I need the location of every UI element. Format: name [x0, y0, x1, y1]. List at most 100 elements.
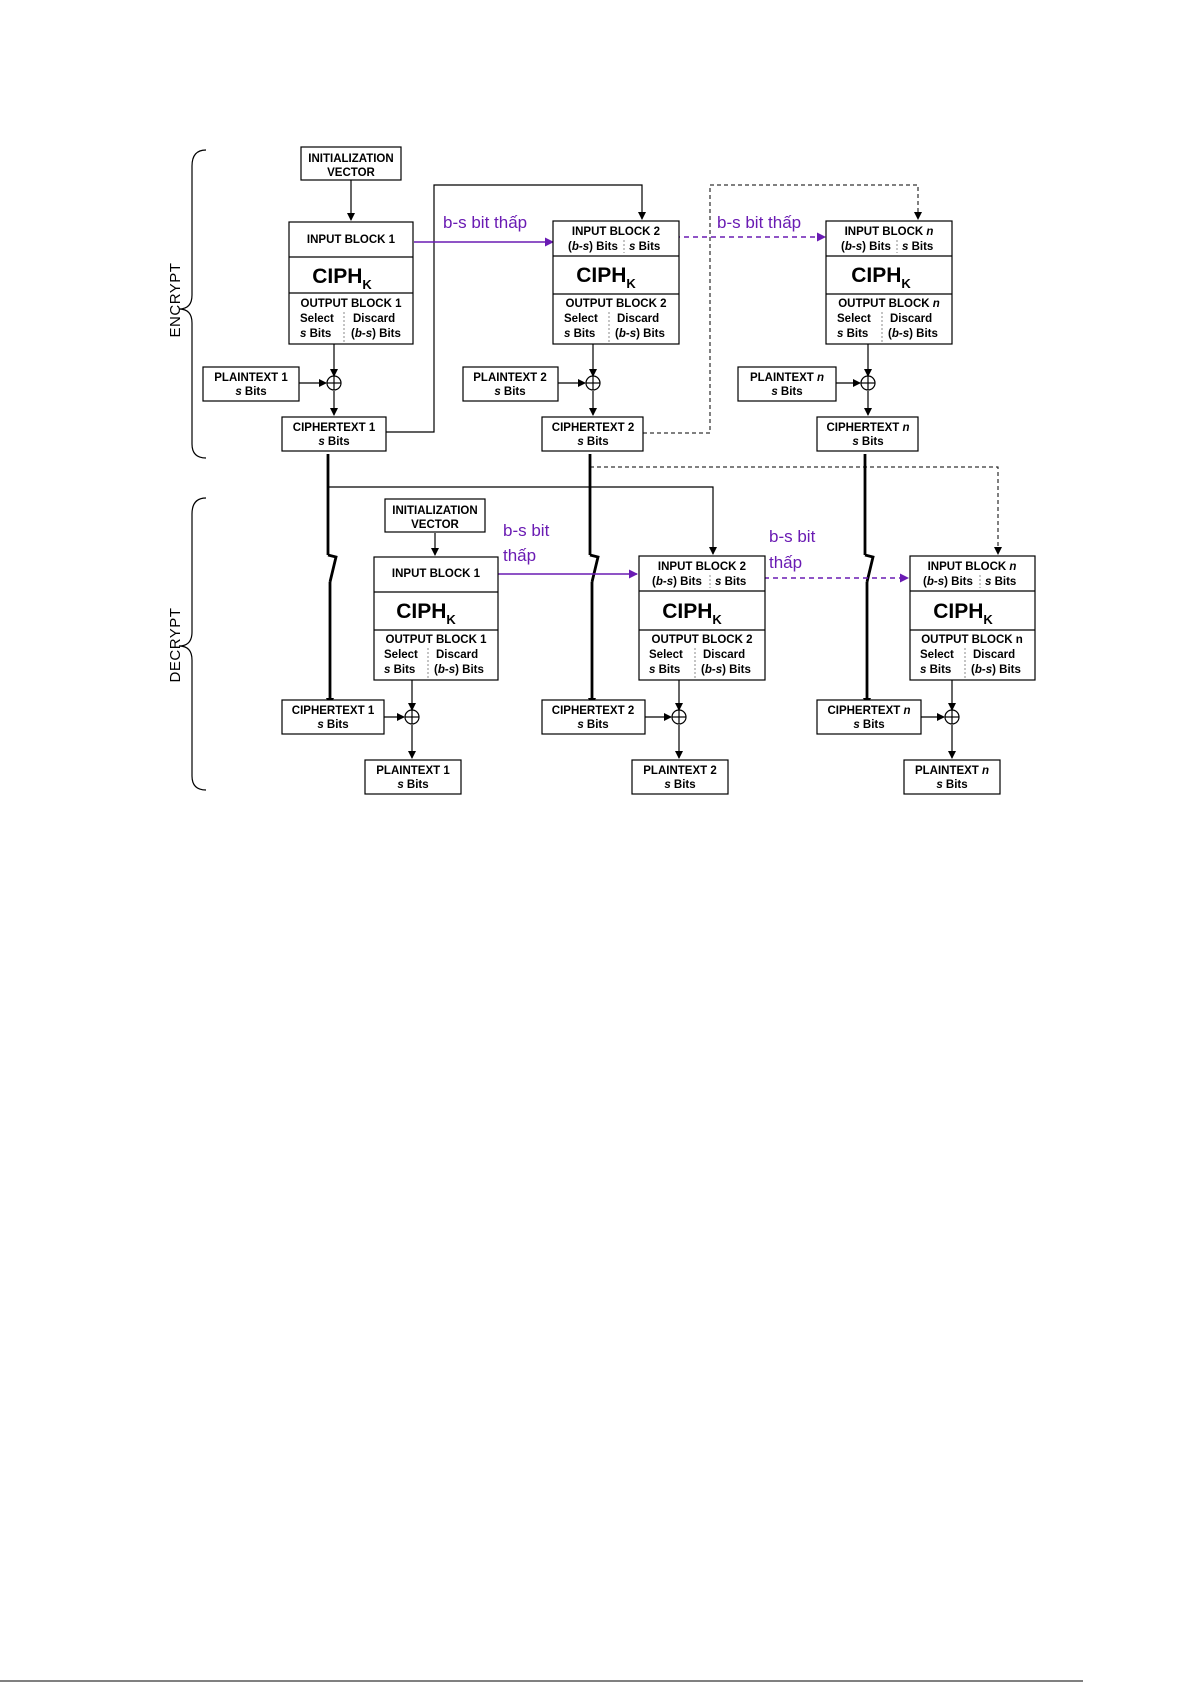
svg-text:(b-s) Bits: (b-s) Bits — [971, 664, 1021, 676]
svg-text:CIPHERTEXT 1: CIPHERTEXT 1 — [292, 705, 375, 717]
svg-text:s Bits: s Bits — [902, 241, 933, 253]
svg-text:PLAINTEXT n: PLAINTEXT n — [915, 765, 989, 777]
svg-text:PLAINTEXT 1: PLAINTEXT 1 — [214, 372, 288, 384]
ct1-carry-break — [327, 553, 338, 583]
dec-iv-box: INITIALIZATION VECTOR — [384, 498, 486, 533]
enc-ciphertext-1-box: CIPHERTEXT 1 s Bits — [281, 416, 387, 452]
dec-plaintext-n-box: PLAINTEXT n s Bits — [903, 759, 1001, 795]
svg-text:s Bits: s Bits — [771, 386, 802, 398]
enc-output-block-1-label: OUTPUT BLOCK 1 — [301, 298, 403, 310]
enc-plaintext-1-box: PLAINTEXT 1 s Bits — [202, 366, 300, 402]
dec-ciph-label-n: CIPHK — [933, 600, 993, 627]
enc-iv-box: INITIALIZATION VECTOR — [300, 146, 402, 181]
ct1-to-dec-input2 — [328, 486, 717, 555]
enc-low-bits-note-1: b-s bit thấp — [443, 213, 527, 232]
dec-ciphertext-2-box: CIPHERTEXT 2 s Bits — [541, 699, 646, 735]
svg-text:s Bits: s Bits — [664, 779, 695, 791]
ctn-carry-break — [864, 553, 875, 583]
encrypt-section-label: ENCRYPT — [167, 263, 184, 338]
enc-low-bits-note-2: b-s bit thấp — [717, 213, 801, 232]
svg-text:s Bits: s Bits — [397, 779, 428, 791]
dec-cipher-block-2: INPUT BLOCK 2 (b-s) Bits s Bits CIPHK OU… — [638, 555, 766, 681]
svg-text:s Bits: s Bits — [564, 328, 595, 340]
dec-ciphertext-1-box: CIPHERTEXT 1 s Bits — [281, 699, 385, 735]
svg-text:CIPHERTEXT 2: CIPHERTEXT 2 — [552, 705, 634, 717]
svg-text:s Bits: s Bits — [920, 664, 951, 676]
ct2-carry-break — [589, 553, 600, 583]
enc-xor-1-icon — [326, 375, 342, 391]
dec-ciph-label-2: CIPHK — [662, 600, 722, 627]
dec-output-block-n-label: OUTPUT BLOCK n — [921, 634, 1023, 646]
dec-input-block-1-label: INPUT BLOCK 1 — [392, 568, 481, 580]
svg-text:s Bits: s Bits — [853, 719, 884, 731]
svg-text:CIPHERTEXT 1: CIPHERTEXT 1 — [293, 422, 376, 434]
svg-text:PLAINTEXT n: PLAINTEXT n — [750, 372, 824, 384]
enc-ciph-label-1: CIPHK — [312, 265, 372, 292]
encrypt-brace — [178, 149, 207, 459]
dec-low-bits-note-1b: thấp — [503, 546, 536, 565]
enc-output-block-n-label: OUTPUT BLOCK n — [838, 298, 940, 310]
svg-text:INITIALIZATION: INITIALIZATION — [308, 153, 393, 165]
svg-text:s Bits: s Bits — [235, 386, 266, 398]
svg-text:Discard: Discard — [353, 313, 395, 325]
ct2-to-dec-inputn — [590, 466, 1002, 555]
svg-text:s Bits: s Bits — [837, 328, 868, 340]
svg-text:s Bits: s Bits — [494, 386, 525, 398]
svg-text:s Bits: s Bits — [577, 719, 608, 731]
svg-text:s Bits: s Bits — [384, 664, 415, 676]
enc-ct2-feedback — [643, 184, 922, 434]
svg-text:s Bits: s Bits — [317, 719, 348, 731]
svg-text:Discard: Discard — [890, 313, 932, 325]
svg-text:PLAINTEXT 2: PLAINTEXT 2 — [643, 765, 716, 777]
enc-xor-n-icon — [860, 375, 876, 391]
dec-cipher-block-n: INPUT BLOCK n (b-s) Bits s Bits CIPHK OU… — [909, 555, 1036, 681]
dec-xor-1-icon — [404, 709, 420, 725]
svg-text:Select: Select — [300, 313, 334, 325]
dec-input-block-2-label: INPUT BLOCK 2 — [658, 561, 746, 573]
enc-ct1-feedback — [386, 184, 646, 433]
svg-text:PLAINTEXT 2: PLAINTEXT 2 — [473, 372, 546, 384]
enc-input-block-2-label: INPUT BLOCK 2 — [572, 226, 660, 238]
enc-cipher-block-1: INPUT BLOCK 1 CIPHK OUTPUT BLOCK 1 Selec… — [288, 221, 414, 345]
svg-text:Discard: Discard — [703, 649, 745, 661]
enc-ciphertext-2-box: CIPHERTEXT 2 s Bits — [541, 416, 644, 452]
svg-text:s Bits: s Bits — [715, 576, 746, 588]
decrypt-section-label: DECRYPT — [167, 608, 184, 683]
svg-text:s Bits: s Bits — [852, 436, 883, 448]
svg-text:s Bits: s Bits — [649, 664, 680, 676]
dec-low-bits-note-2a: b-s bit — [769, 527, 816, 546]
enc-cipher-block-n: INPUT BLOCK n (b-s) Bits s Bits CIPHK OU… — [825, 220, 953, 345]
svg-text:VECTOR: VECTOR — [411, 519, 459, 531]
svg-text:Discard: Discard — [617, 313, 659, 325]
svg-text:s Bits: s Bits — [577, 436, 608, 448]
svg-text:(b-s) Bits: (b-s) Bits — [434, 664, 484, 676]
dec-input-block-n-label: INPUT BLOCK n — [928, 561, 1017, 573]
enc-xor-2-icon — [585, 375, 601, 391]
dec-plaintext-1-box: PLAINTEXT 1 s Bits — [364, 759, 462, 795]
enc-input-block-1-label: INPUT BLOCK 1 — [307, 234, 396, 246]
dec-low-bits-note-2b: thấp — [769, 553, 802, 572]
svg-text:(b-s) Bits: (b-s) Bits — [841, 241, 891, 253]
svg-text:(b-s) Bits: (b-s) Bits — [923, 576, 973, 588]
svg-text:Select: Select — [384, 649, 418, 661]
svg-text:(b-s) Bits: (b-s) Bits — [652, 576, 702, 588]
enc-plaintext-n-box: PLAINTEXT n s Bits — [737, 366, 837, 402]
dec-low-bits-note-1a: b-s bit — [503, 521, 550, 540]
dec-xor-n-icon — [944, 709, 960, 725]
decrypt-brace — [178, 497, 207, 791]
svg-text:Select: Select — [837, 313, 871, 325]
dec-output-block-2-label: OUTPUT BLOCK 2 — [652, 634, 753, 646]
svg-text:s Bits: s Bits — [629, 241, 660, 253]
enc-ciph-label-n: CIPHK — [851, 264, 911, 291]
svg-text:s Bits: s Bits — [936, 779, 967, 791]
svg-text:s Bits: s Bits — [985, 576, 1016, 588]
svg-text:CIPHERTEXT n: CIPHERTEXT n — [826, 422, 909, 434]
dec-output-block-1-label: OUTPUT BLOCK 1 — [386, 634, 488, 646]
svg-text:s Bits: s Bits — [300, 328, 331, 340]
svg-text:CIPHERTEXT n: CIPHERTEXT n — [827, 705, 910, 717]
svg-text:s Bits: s Bits — [318, 436, 349, 448]
svg-text:(b-s) Bits: (b-s) Bits — [615, 328, 665, 340]
svg-text:Select: Select — [564, 313, 598, 325]
enc-cipher-block-2: INPUT BLOCK 2 (b-s) Bits s Bits CIPHK OU… — [552, 220, 680, 345]
